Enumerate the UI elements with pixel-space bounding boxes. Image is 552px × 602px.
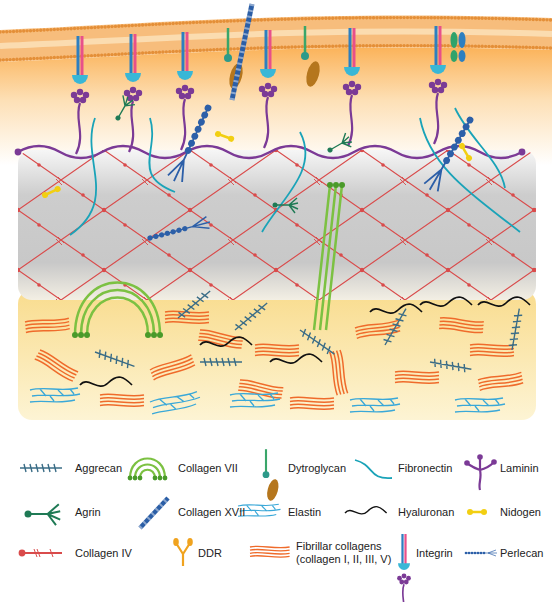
legend-label: Aggrecan <box>75 462 122 474</box>
basement-membrane-molecules <box>15 4 526 338</box>
legend-label: Fibronectin <box>398 462 452 474</box>
legend-item: Dytroglycan <box>288 462 346 475</box>
legend-label: Perlecan <box>500 547 543 559</box>
legend-item: Perlecan <box>500 547 543 560</box>
legend-item: Agrin <box>75 506 101 519</box>
legend-label: Agrin <box>75 506 101 518</box>
legend-item: Collagen VII <box>178 462 238 475</box>
legend-label: Elastin <box>288 506 321 518</box>
legend-item: DDR <box>198 547 222 560</box>
legend-label: Dytroglycan <box>288 462 346 474</box>
legend-label: Collagen IV <box>75 547 132 559</box>
legend-label: Hyaluronan <box>398 506 454 518</box>
legend-item: Collagen XVII <box>178 506 245 519</box>
legend-label: Collagen XVII <box>178 506 245 518</box>
legend-item: Collagen IV <box>75 547 132 560</box>
interstitial-matrix <box>25 288 530 414</box>
tissue-grounds <box>0 48 552 420</box>
legend-label: Fibrillar collagens (collagen I, II, III… <box>296 540 391 565</box>
legend-item: Nidogen <box>500 506 541 519</box>
legend-item: Laminin <box>500 462 539 475</box>
legend-label: DDR <box>198 547 222 559</box>
legend-item: Integrin <box>416 547 453 560</box>
legend-item: Aggrecan <box>75 462 122 475</box>
legend-item: Hyaluronan <box>398 506 454 519</box>
legend-icons <box>19 449 497 602</box>
legend-item: Fibrillar collagens (collagen I, II, III… <box>296 540 396 566</box>
legend-item: Elastin <box>288 506 321 519</box>
legend-label: Nidogen <box>500 506 541 518</box>
legend-item: Fibronectin <box>398 462 452 475</box>
legend-label: Laminin <box>500 462 539 474</box>
legend-label: Integrin <box>416 547 453 559</box>
legend-label: Collagen VII <box>178 462 238 474</box>
